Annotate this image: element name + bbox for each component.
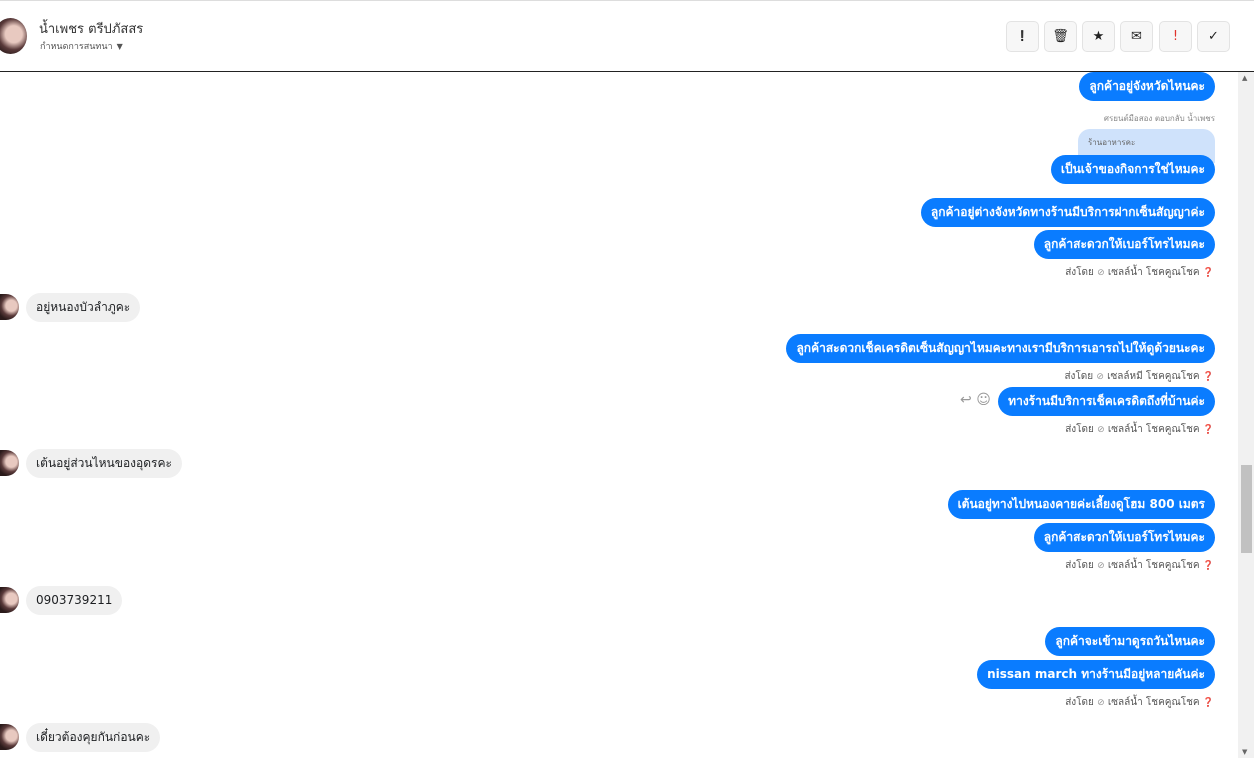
done-button[interactable]: ✓ — [1197, 21, 1230, 52]
received-message[interactable]: 0903739211 — [26, 586, 123, 615]
sent-by-info: ส่งโดย ⊘ เซลล์น้ำ โชคคูณโชค ❓ — [1065, 558, 1214, 573]
scroll-down-icon[interactable]: ▼ — [1242, 748, 1248, 756]
sent-message[interactable]: ลูกค้าสะดวกให้เบอร์โทรไหมคะ — [1033, 523, 1215, 552]
sent-message[interactable]: เต้นอยู่ทางไปหนองคายค่ะเลี้ยงดูโฮม 800 เ… — [947, 490, 1215, 519]
contact-avatar[interactable] — [0, 18, 27, 54]
contact-name: น้ำเพชร ตรีปภัสสร — [39, 22, 144, 37]
help-icon[interactable]: ❓ — [1202, 425, 1214, 435]
agent-name: เซลล์น้ำ โชคคูณโชค — [1107, 560, 1200, 571]
caret-down-icon: ▼ — [116, 42, 123, 51]
verified-icon: ⊘ — [1097, 425, 1105, 435]
message-list: ลูกค้าอยู่จังหวัดไหนคะศรยนต์มือสอง ตอบกล… — [0, 72, 1238, 758]
message-actions: ↩ ☺ — [960, 392, 991, 408]
verified-icon: ⊘ — [1097, 698, 1105, 708]
agent-name: เซลล์น้ำ โชคคูณโชค — [1107, 424, 1200, 435]
conversation-schedule-dropdown[interactable]: กำหนดการสนทนา▼ — [40, 39, 123, 53]
exclamation-icon: ! — [1172, 29, 1179, 44]
conversation-header: น้ำเพชร ตรีปภัสสร กำหนดการสนทนา▼ ❗ 🗑 ★ ✉! ✓ — [0, 0, 1254, 72]
sent-by-label: ส่งโดย — [1065, 560, 1094, 571]
trash-icon: 🗑 — [1052, 29, 1069, 44]
help-icon[interactable]: ❓ — [1202, 698, 1214, 708]
sent-by-info: ส่งโดย ⊘ เซลล์น้ำ โชคคูณโชค ❓ — [1065, 422, 1214, 437]
scrollbar[interactable]: ▲ ▼ — [1238, 72, 1254, 758]
sent-message[interactable]: ลูกค้าจะเข้ามาดูรถวันไหนคะ — [1045, 627, 1215, 656]
verified-icon: ⊘ — [1097, 561, 1105, 571]
exclamation-circle-icon: ❗ — [1016, 31, 1029, 42]
help-icon[interactable]: ❓ — [1202, 561, 1214, 571]
sent-by-label: ส่งโดย — [1065, 267, 1094, 278]
delete-button[interactable]: 🗑 — [1044, 21, 1077, 52]
reply-note: ศรยนต์มือสอง ตอบกลับ น้ำเพชร — [1103, 114, 1215, 123]
sent-message[interactable]: nissan march ทางร้านมีอยู่หลายคันค่ะ — [977, 660, 1215, 689]
sent-by-label: ส่งโดย — [1065, 424, 1094, 435]
important-button[interactable]: ! — [1159, 21, 1192, 52]
received-message[interactable]: เต้นอยู่ส่วนไหนของอุดรคะ — [26, 449, 182, 478]
help-icon[interactable]: ❓ — [1202, 268, 1214, 278]
verified-icon: ⊘ — [1097, 268, 1105, 278]
report-button[interactable]: ❗ — [1006, 21, 1039, 52]
emoji-icon[interactable]: ☺ — [976, 392, 991, 408]
sent-by-info: ส่งโดย ⊘ เซลล์หมี โชคคูณโชค ❓ — [1064, 369, 1214, 384]
sender-avatar — [0, 450, 19, 476]
agent-name: เซลล์น้ำ โชคคูณโชค — [1107, 267, 1200, 278]
help-icon[interactable]: ❓ — [1202, 372, 1214, 382]
received-message[interactable]: เดี๋ยวต้องคุยกันก่อนคะ — [26, 723, 161, 752]
envelope-icon: ✉ — [1131, 29, 1142, 44]
sent-message[interactable]: ลูกค้าสะดวกให้เบอร์โทรไหมคะ — [1033, 230, 1215, 259]
scrollbar-thumb[interactable] — [1241, 465, 1252, 553]
agent-name: เซลล์หมี โชคคูณโชค — [1107, 371, 1200, 382]
mail-button[interactable]: ✉ — [1120, 21, 1153, 52]
check-icon: ✓ — [1208, 29, 1219, 44]
sender-avatar — [0, 587, 19, 613]
sent-by-label: ส่งโดย — [1065, 697, 1094, 708]
sender-avatar — [0, 294, 19, 320]
sender-avatar — [0, 724, 19, 750]
sent-by-info: ส่งโดย ⊘ เซลล์น้ำ โชคคูณโชค ❓ — [1065, 265, 1214, 280]
schedule-label: กำหนดการสนทนา — [40, 42, 113, 52]
sent-by-label: ส่งโดย — [1064, 371, 1094, 382]
verified-icon: ⊘ — [1096, 372, 1104, 382]
sent-by-info: ส่งโดย ⊘ เซลล์น้ำ โชคคูณโชค ❓ — [1065, 695, 1214, 710]
sent-message[interactable]: ลูกค้าอยู่ต่างจังหวัดทางร้านมีบริการฝากเ… — [920, 198, 1215, 227]
star-icon: ★ — [1092, 29, 1105, 44]
sent-message[interactable]: ทางร้านมีบริการเช็คเครดิตถึงที่บ้านค่ะ — [998, 387, 1215, 416]
scroll-up-icon[interactable]: ▲ — [1242, 74, 1248, 82]
received-message[interactable]: อยู่หนองบัวลำภูคะ — [26, 293, 141, 322]
sent-message[interactable]: ลูกค้าสะดวกเช็คเครดิตเซ็นสัญญาไหมคะทางเร… — [786, 334, 1215, 363]
star-button[interactable]: ★ — [1082, 21, 1115, 52]
agent-name: เซลล์น้ำ โชคคูณโชค — [1107, 697, 1200, 708]
sent-message[interactable]: ลูกค้าอยู่จังหวัดไหนคะ — [1079, 72, 1215, 101]
reply-icon[interactable]: ↩ — [960, 392, 972, 408]
sent-message[interactable]: เป็นเจ้าของกิจการใช่ไหมคะ — [1050, 155, 1215, 184]
